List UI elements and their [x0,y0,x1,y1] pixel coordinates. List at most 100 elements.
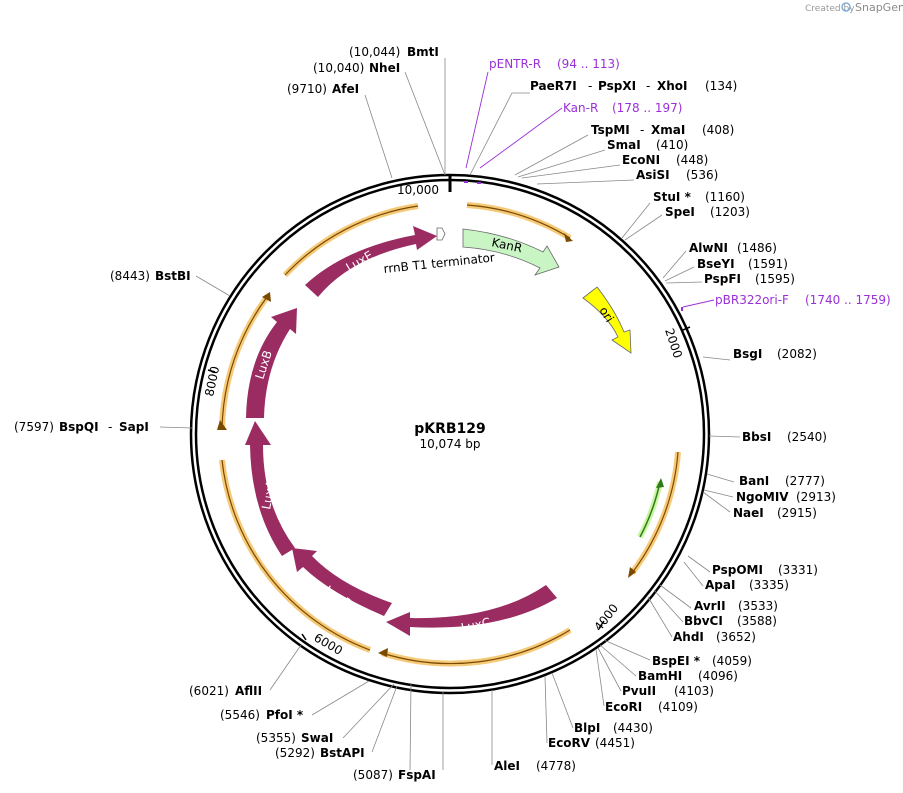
site-pos-apai: (3335) [749,578,789,592]
site-name-asisi: AsiSI [636,168,670,182]
site-name-tspmi: TspMI [591,123,630,137]
site-pos-naei: (2915) [777,506,817,520]
site-name-bbsi: BbsI [742,430,771,444]
site-name-blpi: BlpI [574,721,600,735]
kanr-label: KanR [490,235,523,255]
site-name-nhei: NheI [369,61,400,75]
site-name-ecori: EcoRI [605,700,642,714]
site-pos-asisi: (536) [686,168,718,182]
site-pos-bstapi: (5292) [275,746,315,760]
site-name-bspqi: BspQI [59,420,99,434]
primer-name-kan-r: Kan-R [563,101,598,115]
site-pos-swai: (5355) [256,731,296,745]
site-pos-xhoi: (134) [705,79,737,93]
snapgene-logo-icon [841,2,851,12]
site-name-alei: AleI [494,759,520,773]
site-pos-afei: (9710) [287,82,327,96]
site-name-naei: NaeI [733,506,764,520]
site-name-xhoi: XhoI [657,79,688,93]
site-name-bseyi: BseYI [697,257,735,271]
site-name-bspei: BspEI * [652,654,701,668]
site-name-bsgi: BsgI [733,347,762,361]
site-name-bamhi: BamHI [638,669,682,683]
site-name-bstapi: BstAPI [320,746,365,760]
site-name-alwni: AlwNI [689,241,728,255]
site-pos-pspfi: (1595) [755,272,795,286]
site-name-bani: BanI [739,474,769,488]
luxc-label: LuxC [460,615,492,635]
site-pos-bstbi: (8443) [110,269,150,283]
site-name-ahdi: AhdI [673,630,704,644]
site-pos-bani: (2777) [785,474,825,488]
terminator-label: rrnB T1 terminator [383,250,496,276]
svg-text:-: - [108,420,112,434]
luxb-feature [246,308,297,418]
luxa-label: LuxA [259,478,278,510]
site-pos-pvuii: (4103) [674,684,714,698]
site-pos-ecorv: (4451) [595,736,635,750]
primer-range-pentr-r: (94 .. 113) [557,57,620,71]
position-ticks [207,326,691,641]
site-name-ecorv: EcoRV [548,736,591,750]
primer-marks [464,181,683,311]
site-name-pspomi: PspOMI [712,563,763,577]
site-name-sapi: SapI [119,420,149,434]
site-name-bbvci: BbvCI [684,614,723,628]
site-name-pspfi: PspFI [704,272,741,286]
site-name-econi: EcoNI [622,153,660,167]
site-pos-bbvci: (3588) [737,614,777,628]
site-pos-ahdi: (3652) [716,630,756,644]
site-pos-nhei: (10,040) [313,61,364,75]
svg-text:-: - [588,79,592,93]
site-name-apai: ApaI [705,578,735,592]
site-pos-blpi: (4430) [613,721,653,735]
site-name-spei: SpeI [665,205,695,219]
site-name-fspai: FspAI [398,768,436,782]
site-pos-fspai: (5087) [353,768,393,782]
primer-connectors [465,71,715,308]
site-pos-pspomi: (3331) [778,563,818,577]
svg-text:-: - [646,79,650,93]
site-pos-econi: (448) [676,153,708,167]
site-pos-stui: (1160) [705,190,745,204]
site-pos-alei: (4778) [536,759,576,773]
site-name-ngomiv: NgoMIV [736,490,789,504]
site-pos-bbsi: (2540) [787,430,827,444]
site-pos-ecori: (4109) [658,700,698,714]
tick-label-10000: 10,000 [397,183,439,197]
site-name-afei: AfeI [332,82,359,96]
brand-text: SnapGene [855,1,903,14]
site-pos-avrii: (3533) [738,599,778,613]
site-pos-alwni: (1486) [737,241,777,255]
site-pos-bsgi: (2082) [777,347,817,361]
tick-label-8000: 8000 [202,365,222,398]
orf-arrowheads [217,233,636,657]
luxd-feature [292,548,392,616]
site-name-stui: StuI * [653,190,692,204]
primer-range-pbr322ori-f: (1740 .. 1759) [805,293,891,307]
site-pos-bspei: (4059) [712,654,752,668]
site-pos-bmti: (10,044) [349,45,400,59]
site-name-pfoi: PfoI * [266,708,304,722]
site-pos-spei: (1203) [710,205,750,219]
terminator-feature [436,227,446,241]
primer-range-kan-r: (178 .. 197) [612,101,682,115]
site-connectors [159,58,741,771]
site-name-pspxi: PspXI [598,79,636,93]
site-pos-bamhi: (4096) [698,669,738,683]
primer-name-pentr-r: pENTR-R [489,57,541,71]
site-name-paer7i: PaeR7I [530,79,577,93]
tick-label-4000: 4000 [591,601,621,634]
site-name-pvuii: PvuII [622,684,656,698]
site-pos-ngomiv: (2913) [796,490,836,504]
site-pos-pfoi: (5546) [220,708,260,722]
site-name-bstbi: BstBI [155,269,191,283]
credit-text: Created by [805,4,855,14]
primer-name-pbr322ori-f: pBR322ori-F [715,293,789,307]
luxe-feature [305,226,437,297]
site-pos-aflii: (6021) [189,684,229,698]
site-name-bmti: BmtI [407,45,439,59]
site-name-aflii: AflII [235,684,262,698]
site-name-smai: SmaI [607,138,641,152]
